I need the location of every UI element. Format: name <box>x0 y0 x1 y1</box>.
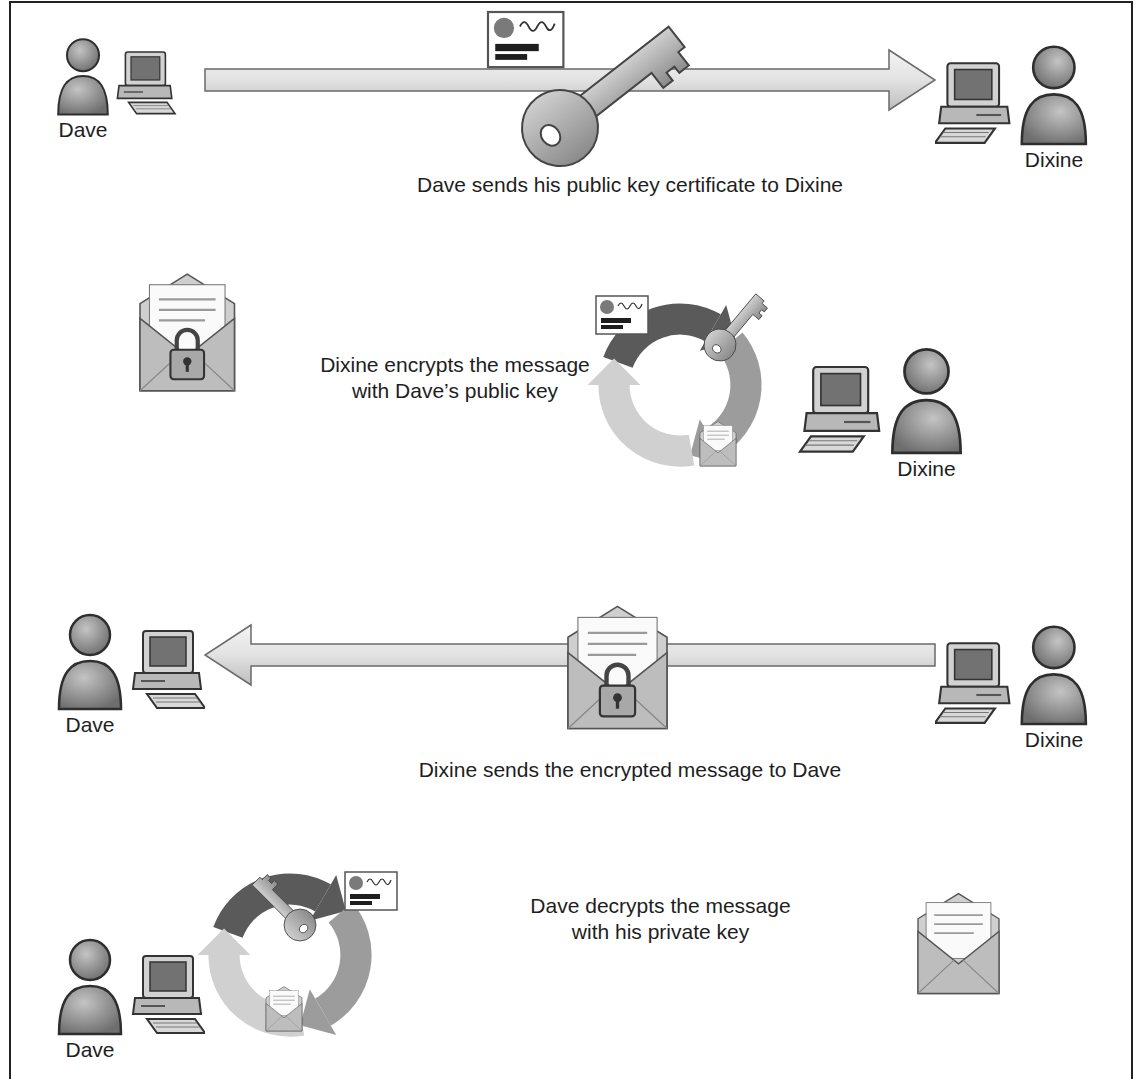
actor-name: Dave <box>65 1038 114 1062</box>
user-workstation-icon <box>935 41 1090 146</box>
open-envelope <box>918 894 999 994</box>
step-caption: Dave decrypts the message with his priva… <box>518 893 803 946</box>
actor-node: Dixine <box>785 345 965 483</box>
actor-node: Dave <box>55 916 205 1064</box>
locked-envelope <box>568 606 667 728</box>
actor-node: Dixine <box>935 41 1090 174</box>
actor-label-slot: Dixine <box>1018 726 1090 754</box>
user-workstation-icon <box>785 345 965 455</box>
user-workstation-icon <box>55 596 205 711</box>
step-caption: Dixine encrypts the message with Dave’s … <box>300 352 610 405</box>
actor-name: Dave <box>65 713 114 737</box>
actor-name: Dixine <box>897 457 955 481</box>
step-caption: Dave sends his public key certificate to… <box>300 172 960 198</box>
actor-label-slot: Dixine <box>888 455 965 483</box>
user-workstation-icon <box>55 36 205 116</box>
step-caption: Dixine sends the encrypted message to Da… <box>300 757 960 783</box>
user-workstation-icon <box>935 606 1090 726</box>
locked-envelope <box>140 274 235 391</box>
actor-name: Dixine <box>1025 728 1083 752</box>
user-workstation-icon <box>55 916 205 1036</box>
actor-label-slot: Dave <box>55 1036 125 1064</box>
encryption-cycle <box>588 287 773 466</box>
actor-node: Dave <box>55 36 205 144</box>
actor-name: Dave <box>58 118 107 142</box>
certificate-with-key <box>488 7 700 181</box>
actor-label-slot: Dave <box>55 116 111 144</box>
decryption-cycle <box>198 870 397 1035</box>
actor-label-slot: Dave <box>55 711 125 739</box>
frame-border <box>10 2 1132 1079</box>
actor-node: Dixine <box>935 606 1090 754</box>
actor-name: Dixine <box>1025 148 1083 172</box>
actor-label-slot: Dixine <box>1018 146 1090 174</box>
actor-node: Dave <box>55 596 205 739</box>
